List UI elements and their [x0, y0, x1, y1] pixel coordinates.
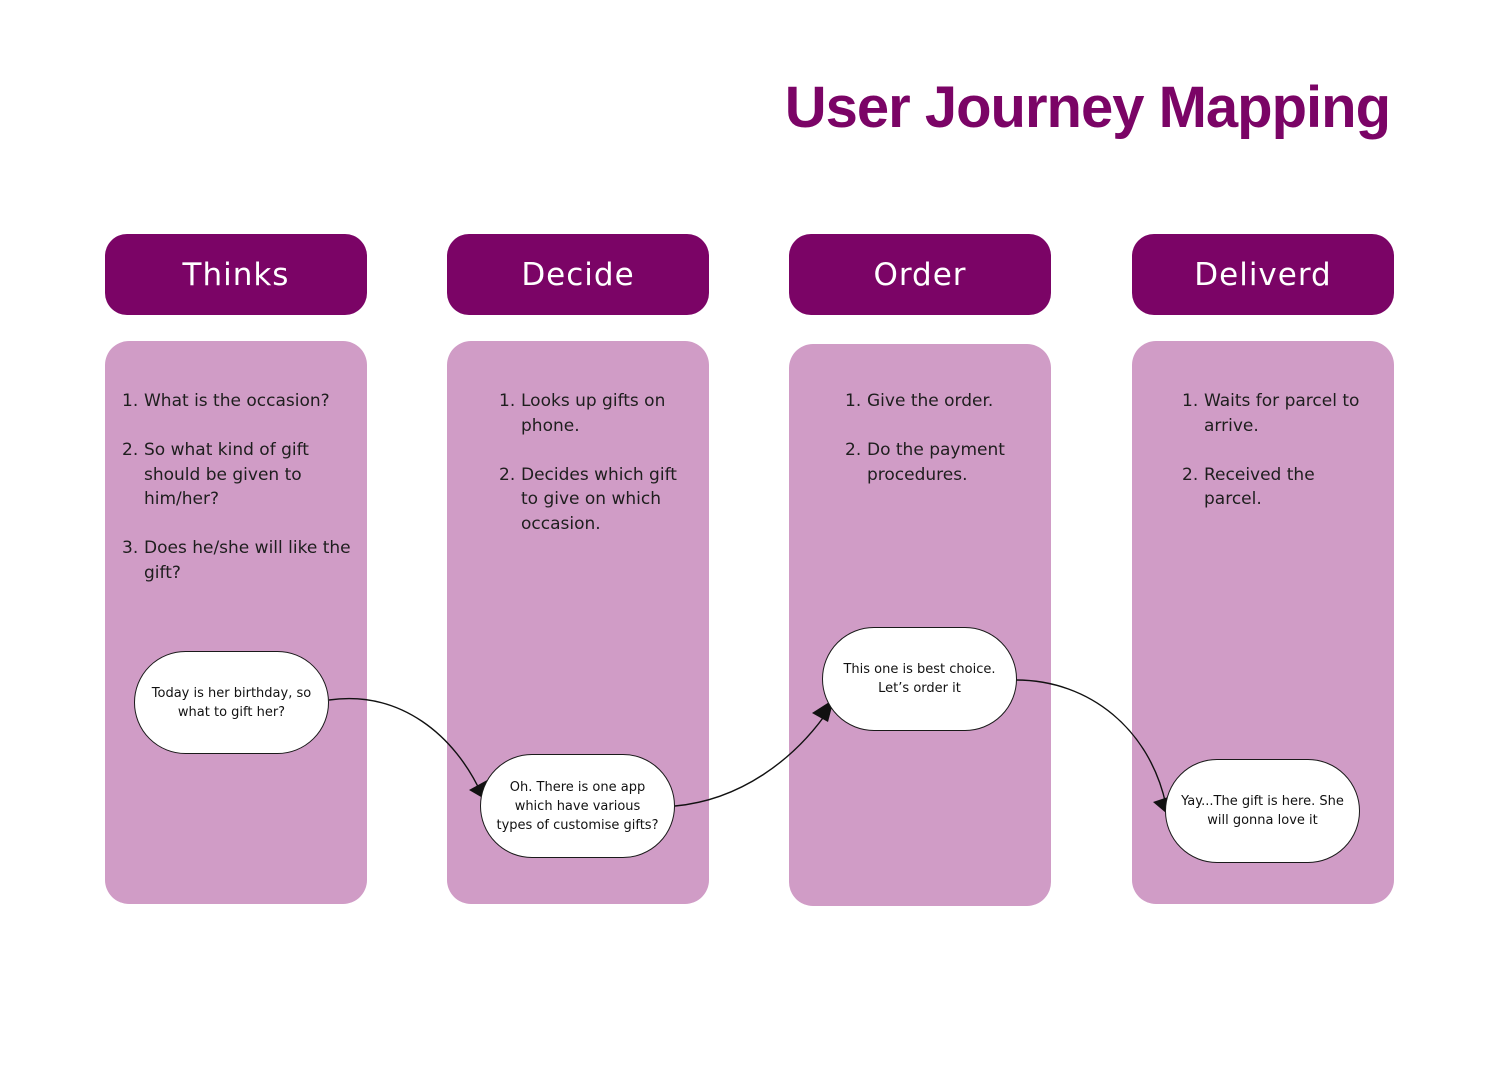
- step-item: 1. What is the occasion?: [122, 389, 354, 414]
- stage-column-order: 1. Give the order. 2. Do the payment pro…: [789, 344, 1051, 906]
- step-text: Give the order.: [867, 391, 994, 411]
- thought-bubble-decide: Oh. There is one app which have various …: [480, 754, 675, 858]
- step-text: What is the occasion?: [144, 391, 330, 411]
- step-item: 1. Waits for parcel to arrive.: [1182, 389, 1377, 438]
- step-text: Waits for parcel to arrive.: [1204, 391, 1360, 436]
- stage-header-decide: Decide: [447, 234, 709, 315]
- thought-bubble-deliverd: Yay...The gift is here. She will gonna l…: [1165, 759, 1360, 863]
- step-number: 3.: [122, 538, 139, 558]
- thought-bubble-order: This one is best choice. Let’s order it: [822, 627, 1017, 731]
- stage-header-order: Order: [789, 234, 1051, 315]
- step-item: 2. Received the parcel.: [1182, 463, 1377, 512]
- step-number: 2.: [845, 440, 862, 460]
- page-title: User Journey Mapping: [784, 75, 1391, 140]
- step-number: 2.: [122, 440, 139, 460]
- step-item: 1. Give the order.: [845, 389, 1035, 414]
- step-text: Looks up gifts on phone.: [521, 391, 666, 436]
- step-number: 2.: [1182, 464, 1199, 485]
- stage-steps-deliverd: 1. Waits for parcel to arrive. 2. Receiv…: [1182, 389, 1377, 536]
- step-number: 1.: [122, 391, 139, 411]
- step-text: Do the payment procedures.: [867, 440, 1005, 485]
- stage-column-thinks: 1. What is the occasion? 2. So what kind…: [105, 341, 367, 904]
- stage-header-deliverd: Deliverd: [1132, 234, 1394, 315]
- step-number: 1.: [845, 391, 862, 411]
- step-number: 1.: [1182, 391, 1199, 411]
- step-item: 1. Looks up gifts on phone.: [499, 389, 689, 438]
- step-number: 2.: [499, 464, 516, 485]
- stage-header-thinks: Thinks: [105, 234, 367, 315]
- step-text: Decides which gift to give on which occa…: [521, 464, 677, 534]
- thought-bubble-thinks: Today is her birthday, so what to gift h…: [134, 651, 329, 754]
- step-text: Received the parcel.: [1204, 464, 1315, 510]
- step-item: 2. So what kind of gift should be given …: [122, 438, 316, 512]
- step-number: 1.: [499, 391, 516, 411]
- step-item: 2. Decides which gift to give on which o…: [499, 463, 689, 537]
- step-item: 2. Do the payment procedures.: [845, 438, 1035, 487]
- stage-steps-decide: 1. Looks up gifts on phone. 2. Decides w…: [499, 389, 689, 561]
- step-item: 3. Does he/she will like the gift?: [122, 536, 354, 585]
- stage-steps-order: 1. Give the order. 2. Do the payment pro…: [845, 389, 1035, 512]
- step-text: Does he/she will like the gift?: [144, 538, 351, 583]
- stage-steps-thinks: 1. What is the occasion? 2. So what kind…: [122, 389, 354, 610]
- step-text: So what kind of gift should be given to …: [144, 440, 309, 509]
